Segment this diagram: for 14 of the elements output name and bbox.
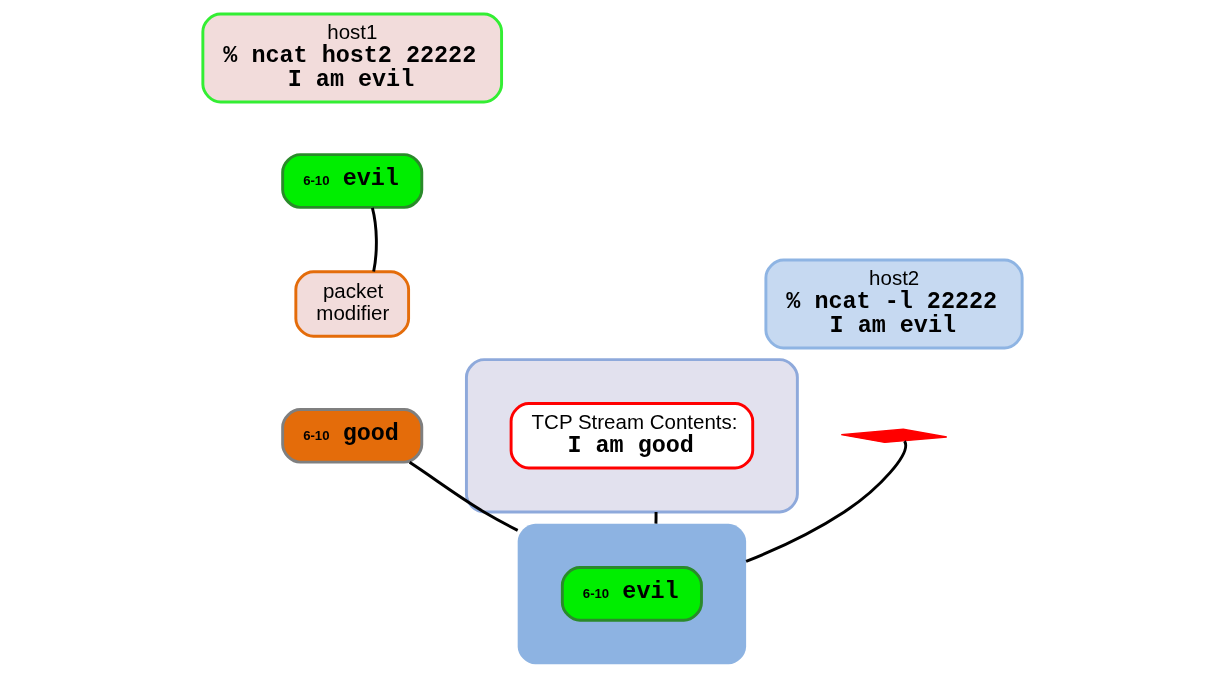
node-box: 6-10 good (281, 407, 424, 464)
connector (654, 511, 658, 524)
node-cross (840, 428, 948, 444)
node-box: packet modifier (294, 270, 411, 338)
cluster (517, 523, 747, 665)
connector (745, 440, 907, 563)
node-box: 6-10 evil (281, 153, 424, 209)
connector (370, 207, 378, 272)
connector (408, 461, 519, 532)
node-box: host2 % ncat -l 22222 I am evil (764, 258, 1024, 350)
cluster (464, 358, 799, 514)
node-box: host1 % ncat host2 22222 I am evil (201, 12, 504, 104)
node-box: TCP Stream Contents: I am good (509, 402, 755, 470)
node-box: 6-10 evil (560, 566, 703, 622)
